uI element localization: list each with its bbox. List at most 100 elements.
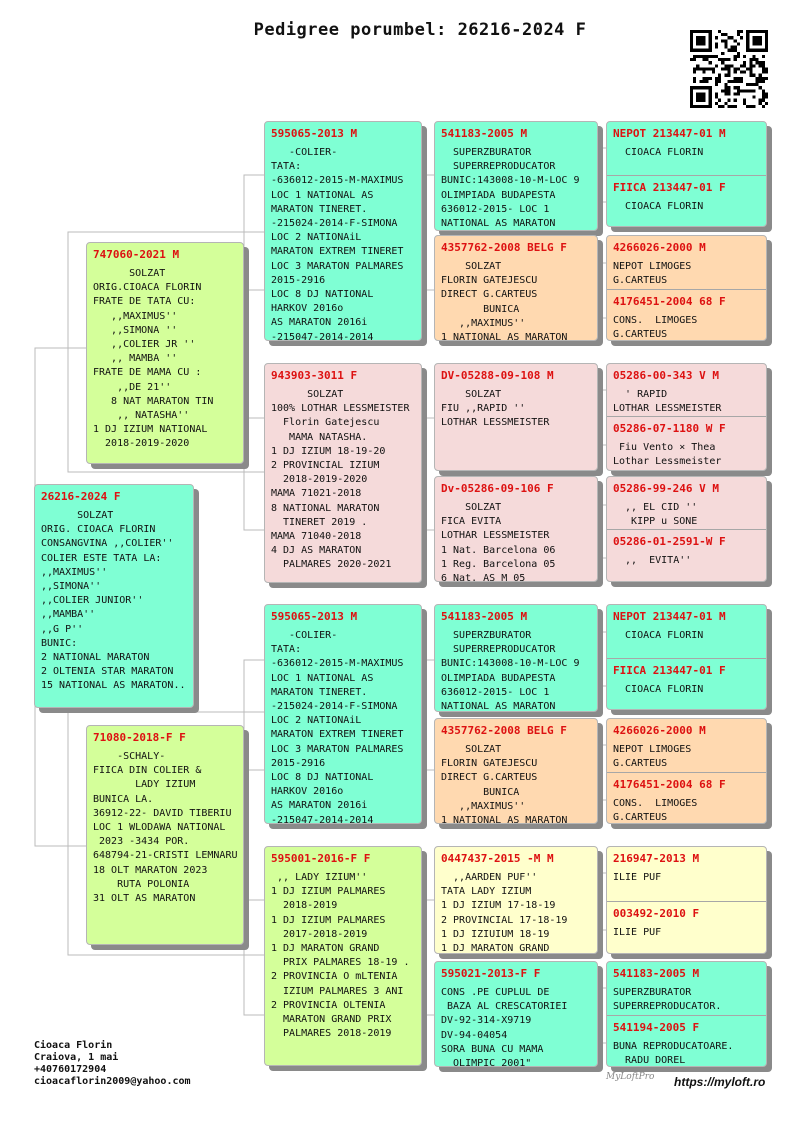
pigeon-card-g3-3[interactable]: DV-05288-09-108 M SOLZAT FIU ,,RAPID '' … — [434, 363, 598, 471]
ring-number: 05286-00-343 V M — [613, 369, 719, 382]
owner-contact: Cioaca Florin Craiova, 1 mai +4076017290… — [34, 1040, 191, 1088]
ring-number: 05286-07-1180 W F — [613, 422, 726, 435]
pigeon-notes: BUNA REPRODUCATOARE. RADU DOREL — [613, 1041, 734, 1067]
pigeon-card-sire-sire[interactable]: 595065-2013 M -COLIER- TATA: -636012-201… — [264, 121, 422, 341]
pigeon-pair-4: 05286-99-246 V M ,, EL CID '' KIPP u SON… — [606, 476, 767, 582]
pigeon-card-g3-6[interactable]: 4357762-2008 BELG F SOLZAT FLORIN GATEJE… — [434, 718, 598, 824]
pigeon-notes: CONS. LIMOGES G.CARTEUS — [613, 798, 698, 824]
page-title: Pedigree porumbel: 26216-2024 F — [253, 20, 587, 40]
ring-number: 541194-2005 F — [613, 1021, 700, 1034]
pigeon-notes: SUPERZBURATOR SUPERREPRODUCATOR BUNIC:14… — [441, 147, 580, 230]
ring-number: 216947-2013 M — [613, 852, 700, 865]
line-g4-5 — [597, 389, 606, 418]
line-g4-16 — [597, 1015, 606, 1044]
ring-number: FIICA 213447-01 F — [613, 181, 726, 194]
pigeon-card-g4-2[interactable]: FIICA 213447-01 F CIOACA FLORIN — [607, 175, 766, 226]
pigeon-card-g4-3[interactable]: 4266026-2000 M NEPOT LIMOGES G.CARTEUS — [607, 236, 766, 289]
pigeon-notes: CIOACA FLORIN — [613, 684, 704, 695]
line-sire-dam — [67, 348, 264, 473]
pigeon-card-sire[interactable]: 747060-2021 M SOLZAT ORIG.CIOACA FLORIN … — [86, 242, 244, 464]
pigeon-card-g4-8[interactable]: 05286-01-2591-W F ,, EVITA'' — [607, 529, 766, 581]
pigeon-notes: ,, LADY IZIUM'' 1 DJ IZIUM PALMARES 2018… — [271, 872, 410, 1040]
ring-number: 4176451-2004 68 F — [613, 778, 726, 791]
pigeon-notes: -SCHALY- FIICA DIN COLIER & LADY IZIUM B… — [93, 751, 238, 905]
pigeon-notes: Fiu Vento × Thea Lothar Lessmeister — [613, 442, 722, 468]
line-g4-11 — [597, 744, 606, 770]
ring-number: 4266026-2000 M — [613, 724, 706, 737]
pigeon-card-g3-8[interactable]: 595021-2013-F F CONS .PE CUPLUL DE BAZA … — [434, 961, 598, 1067]
pigeon-card-g4-9[interactable]: NEPOT 213447-01 M CIOACA FLORIN — [607, 605, 766, 658]
pigeon-pair-1: NEPOT 213447-01 M CIOACA FLORIN FIICA 21… — [606, 121, 767, 227]
pigeon-card-g3-1[interactable]: 541183-2005 M SUPERZBURATOR SUPERREPRODU… — [434, 121, 598, 231]
pigeon-notes: ILIE PUF — [613, 872, 662, 883]
pigeon-pair-7: 216947-2013 M ILIE PUF 003492-2010 F ILI… — [606, 846, 767, 954]
pigeon-card-g4-13[interactable]: 216947-2013 M ILIE PUF — [607, 847, 766, 901]
ring-number: 943903-3011 F — [271, 369, 358, 382]
pigeon-notes: SOLZAT FLORIN GATEJESCU DIRECT G.CARTEUS… — [441, 261, 568, 341]
pigeon-card-g3-7[interactable]: 0447437-2015 -M M ,,AARDEN PUF'' TATA LA… — [434, 846, 598, 954]
ring-number: NEPOT 213447-01 M — [613, 127, 726, 140]
line-g4-15 — [597, 987, 606, 1015]
pigeon-card-g3-5[interactable]: 541183-2005 M SUPERZBURATOR SUPERREPRODU… — [434, 604, 598, 712]
ring-number: 541183-2005 M — [441, 610, 528, 623]
pigeon-card-sire-dam[interactable]: 943903-3011 F SOLZAT 100% LOTHAR LESSMEI… — [264, 363, 422, 583]
pigeon-pair-5: NEPOT 213447-01 M CIOACA FLORIN FIICA 21… — [606, 604, 767, 710]
pigeon-card-g4-7[interactable]: 05286-99-246 V M ,, EL CID '' KIPP u SON… — [607, 477, 766, 529]
pigeon-card-g4-12[interactable]: 4176451-2004 68 F CONS. LIMOGES G.CARTEU… — [607, 772, 766, 824]
line-g4-9 — [597, 631, 606, 660]
line-dam-dam — [67, 846, 264, 956]
pigeon-card-g4-5[interactable]: 05286-00-343 V M ' RAPID LOTHAR LESSMEIS… — [607, 364, 766, 418]
pigeon-notes: -COLIER- TATA: -636012-2015-M-MAXIMUS LO… — [271, 147, 404, 341]
pigeon-card-g4-15[interactable]: 541183-2005 M SUPERZBURATOR SUPERREPRODU… — [607, 962, 766, 1015]
ring-number: 4266026-2000 M — [613, 241, 706, 254]
pigeon-notes: SOLZAT 100% LOTHAR LESSMEISTER Florin Ga… — [271, 389, 410, 571]
ring-number: 0447437-2015 -M M — [441, 852, 554, 865]
ring-number: 747060-2021 M — [93, 248, 180, 261]
pigeon-card-g4-10[interactable]: FIICA 213447-01 F CIOACA FLORIN — [607, 658, 766, 709]
line-g4-12 — [597, 770, 606, 801]
pigeon-notes: CONS .PE CUPLUL DE BAZA AL CRESCATORIEI … — [441, 987, 568, 1067]
pigeon-pair-3: 05286-00-343 V M ' RAPID LOTHAR LESSMEIS… — [606, 363, 767, 471]
pigeon-notes: SUPERZBURATOR SUPERREPRODUCATOR BUNIC:14… — [441, 630, 580, 712]
pigeon-notes: SOLZAT FLORIN GATEJESCU DIRECT G.CARTEUS… — [441, 744, 568, 824]
pigeon-card-g3-4[interactable]: Dv-05286-09-106 F SOLZAT FICA EVITA LOTH… — [434, 476, 598, 582]
ring-number: 05286-99-246 V M — [613, 482, 719, 495]
ring-number: FIICA 213447-01 F — [613, 664, 726, 677]
ring-number: NEPOT 213447-01 M — [613, 610, 726, 623]
pigeon-card-g4-1[interactable]: NEPOT 213447-01 M CIOACA FLORIN — [607, 122, 766, 175]
pigeon-notes: SOLZAT FICA EVITA LOTHAR LESSMEISTER 1 N… — [441, 502, 556, 582]
pigeon-pair-8: 541183-2005 M SUPERZBURATOR SUPERREPRODU… — [606, 961, 767, 1067]
line-dam-sire — [67, 711, 264, 846]
line-subject-dam — [34, 708, 86, 847]
line-g4-4 — [597, 290, 606, 319]
ring-number: 541183-2005 M — [613, 967, 700, 980]
pigeon-notes: NEPOT LIMOGES G.CARTEUS — [613, 261, 692, 287]
pigeon-card-g4-6[interactable]: 05286-07-1180 W F Fiu Vento × Thea Lotha… — [607, 416, 766, 470]
qr-code — [690, 30, 768, 108]
pigeon-card-g4-11[interactable]: 4266026-2000 M NEPOT LIMOGES G.CARTEUS — [607, 719, 766, 772]
ring-number: 541183-2005 M — [441, 127, 528, 140]
pigeon-card-dam-dam[interactable]: 595001-2016-F F ,, LADY IZIUM'' 1 DJ IZI… — [264, 846, 422, 1066]
signature-logo: MyLoftPro — [606, 1072, 655, 1082]
pigeon-card-g4-16[interactable]: 541194-2005 F BUNA REPRODUCATOARE. RADU … — [607, 1015, 766, 1067]
ring-number: DV-05288-09-108 M — [441, 369, 554, 382]
pigeon-notes: NEPOT LIMOGES G.CARTEUS — [613, 744, 692, 770]
pigeon-card-g3-2[interactable]: 4357762-2008 BELG F SOLZAT FLORIN GATEJE… — [434, 235, 598, 341]
website-link[interactable]: https://myloft.ro — [674, 1075, 766, 1089]
pigeon-notes: SOLZAT ORIG. CIOACA FLORIN CONSANGVINA ,… — [41, 510, 186, 692]
pigeon-card-dam[interactable]: 71080-2018-F F -SCHALY- FIICA DIN COLIER… — [86, 725, 244, 945]
owner-email[interactable]: cioacaflorin2009@yahoo.com — [34, 1076, 191, 1087]
line-g4-8 — [597, 530, 606, 559]
ring-number: 71080-2018-F F — [93, 731, 186, 744]
pigeon-card-dam-sire[interactable]: 595065-2013 M -COLIER- TATA: -636012-201… — [264, 604, 422, 824]
line-g4-10 — [597, 660, 606, 687]
pigeon-notes: ,, EL CID '' KIPP u SONE — [625, 502, 698, 528]
owner-phone: +40760172904 — [34, 1064, 107, 1075]
pigeon-card-subject[interactable]: 26216-2024 F SOLZAT ORIG. CIOACA FLORIN … — [34, 484, 194, 708]
owner-name: Cioaca Florin — [34, 1040, 113, 1051]
pigeon-card-g4-14[interactable]: 003492-2010 F ILIE PUF — [607, 901, 766, 953]
pigeon-card-g4-4[interactable]: 4176451-2004 68 F CONS. LIMOGES G.CARTEU… — [607, 289, 766, 340]
ring-number: 595065-2013 M — [271, 127, 358, 140]
pigeon-notes: ' RAPID LOTHAR LESSMEISTER — [613, 389, 722, 415]
pigeon-notes: SOLZAT ORIG.CIOACA FLORIN FRATE DE TATA … — [93, 268, 214, 450]
